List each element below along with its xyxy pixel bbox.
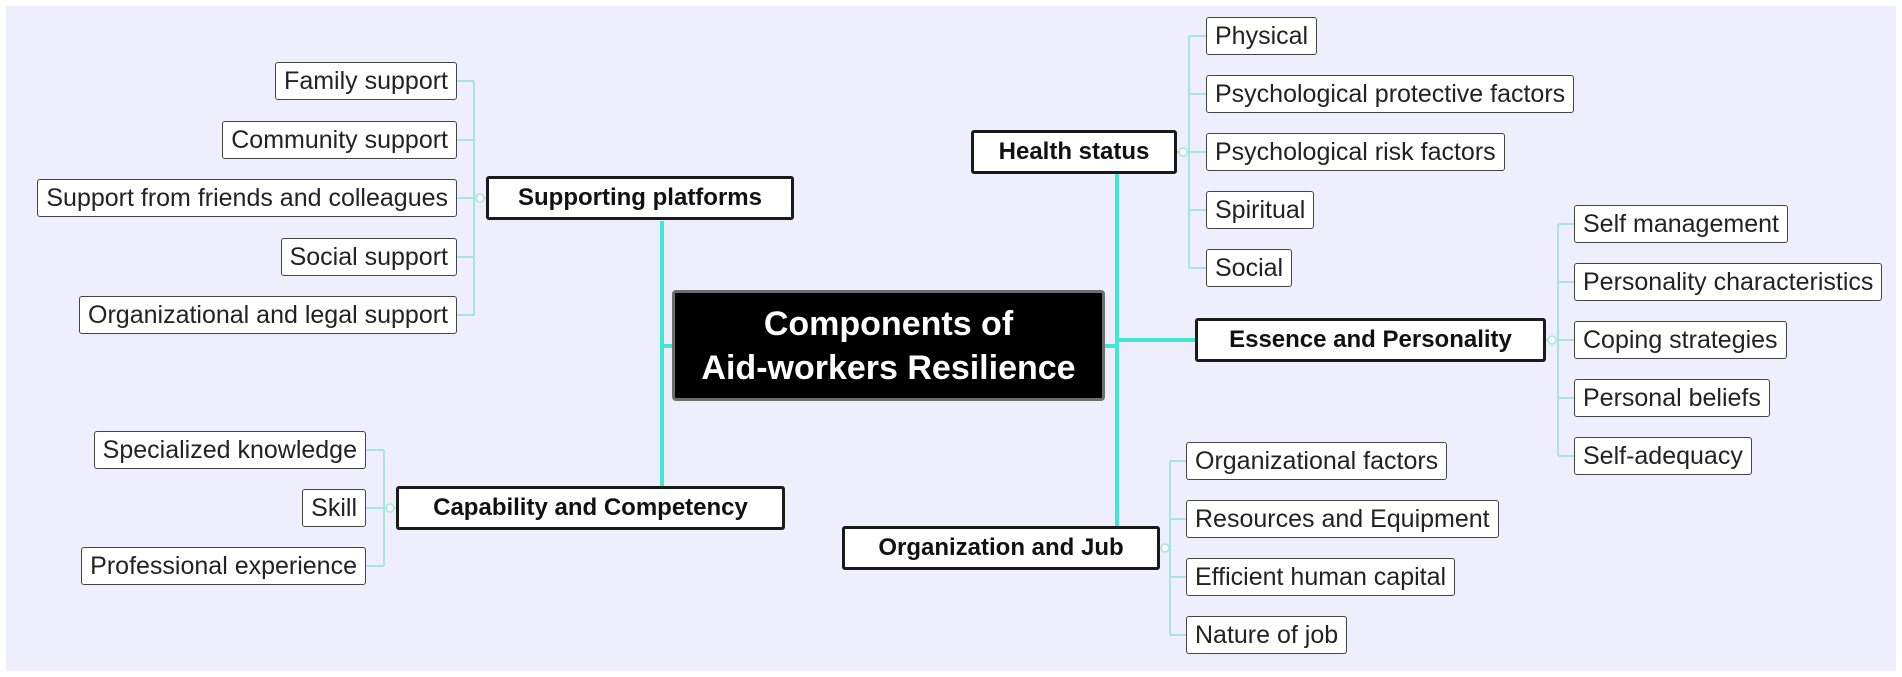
subtopic-label: Psychological risk factors [1215,137,1496,166]
topic-capability-competency[interactable]: Capability and Competency [396,486,785,530]
subtopic-label: Coping strategies [1583,325,1778,354]
subtopic-coping-strategies[interactable]: Coping strategies [1574,321,1787,359]
subtopic-label: Resources and Equipment [1195,504,1490,533]
subtopic-label: Professional experience [90,551,357,580]
subtopic-friends-colleagues-support[interactable]: Support from friends and colleagues [37,179,457,217]
topic-label: Organization and Jub [878,534,1124,561]
root-title-line2: Aid-workers Resilience [701,348,1076,387]
subtopic-label: Self management [1583,209,1779,238]
subtopic-label: Community support [231,125,448,154]
subtopic-label: Nature of job [1195,620,1339,649]
subtopic-spiritual[interactable]: Spiritual [1206,191,1315,229]
subtopic-psychological-risk-factors[interactable]: Psychological risk factors [1206,133,1505,171]
topic-label: Supporting platforms [518,184,762,211]
subtopic-self-management[interactable]: Self management [1574,205,1788,243]
subtopic-skill[interactable]: Skill [302,489,366,527]
topic-supporting-platforms[interactable]: Supporting platforms [486,176,794,220]
subtopic-organizational-factors[interactable]: Organizational factors [1186,442,1448,480]
subtopic-label: Self-adequacy [1583,441,1743,470]
subtopic-label: Personality characteristics [1583,267,1874,296]
topic-health-status[interactable]: Health status [971,130,1177,174]
subtopic-family-support[interactable]: Family support [275,62,457,100]
root-topic[interactable]: Components of Aid-workers Resilience [672,290,1105,401]
subtopic-label: Personal beliefs [1583,383,1761,412]
topic-organization-jub[interactable]: Organization and Jub [842,526,1160,570]
subtopic-social[interactable]: Social [1206,249,1293,287]
root-title-line1: Components of [763,304,1014,343]
subtopic-nature-of-job[interactable]: Nature of job [1186,616,1348,654]
subtopic-label: Social support [289,242,448,271]
subtopic-self-adequacy[interactable]: Self-adequacy [1574,437,1752,475]
subtopic-specialized-knowledge[interactable]: Specialized knowledge [93,431,366,469]
subtopic-label: Specialized knowledge [102,435,357,464]
subtopic-personal-beliefs[interactable]: Personal beliefs [1574,379,1770,417]
subtopic-social-support[interactable]: Social support [280,238,457,276]
subtopic-label: Spiritual [1215,195,1306,224]
subtopic-community-support[interactable]: Community support [222,121,457,159]
subtopic-personality-characteristics[interactable]: Personality characteristics [1574,263,1883,301]
topic-label: Capability and Competency [433,494,748,521]
subtopic-resources-equipment[interactable]: Resources and Equipment [1186,500,1499,538]
subtopic-label: Skill [311,493,357,522]
subtopic-organizational-legal-support[interactable]: Organizational and legal support [79,296,457,334]
topic-label: Essence and Personality [1229,326,1512,353]
subtopic-label: Family support [284,66,448,95]
subtopic-label: Efficient human capital [1195,562,1447,591]
subtopic-label: Organizational factors [1195,446,1439,475]
topic-essence-personality[interactable]: Essence and Personality [1195,318,1546,362]
subtopic-label: Organizational and legal support [88,300,448,329]
topic-label: Health status [998,138,1150,165]
subtopic-label: Physical [1215,21,1309,50]
subtopic-physical[interactable]: Physical [1206,17,1318,55]
subtopic-psychological-protective-factors[interactable]: Psychological protective factors [1206,75,1575,113]
subtopic-efficient-human-capital[interactable]: Efficient human capital [1186,558,1456,596]
subtopic-label: Support from friends and colleagues [46,183,448,212]
subtopic-professional-experience[interactable]: Professional experience [81,547,366,585]
subtopic-label: Social [1215,253,1284,282]
subtopic-label: Psychological protective factors [1215,79,1566,108]
